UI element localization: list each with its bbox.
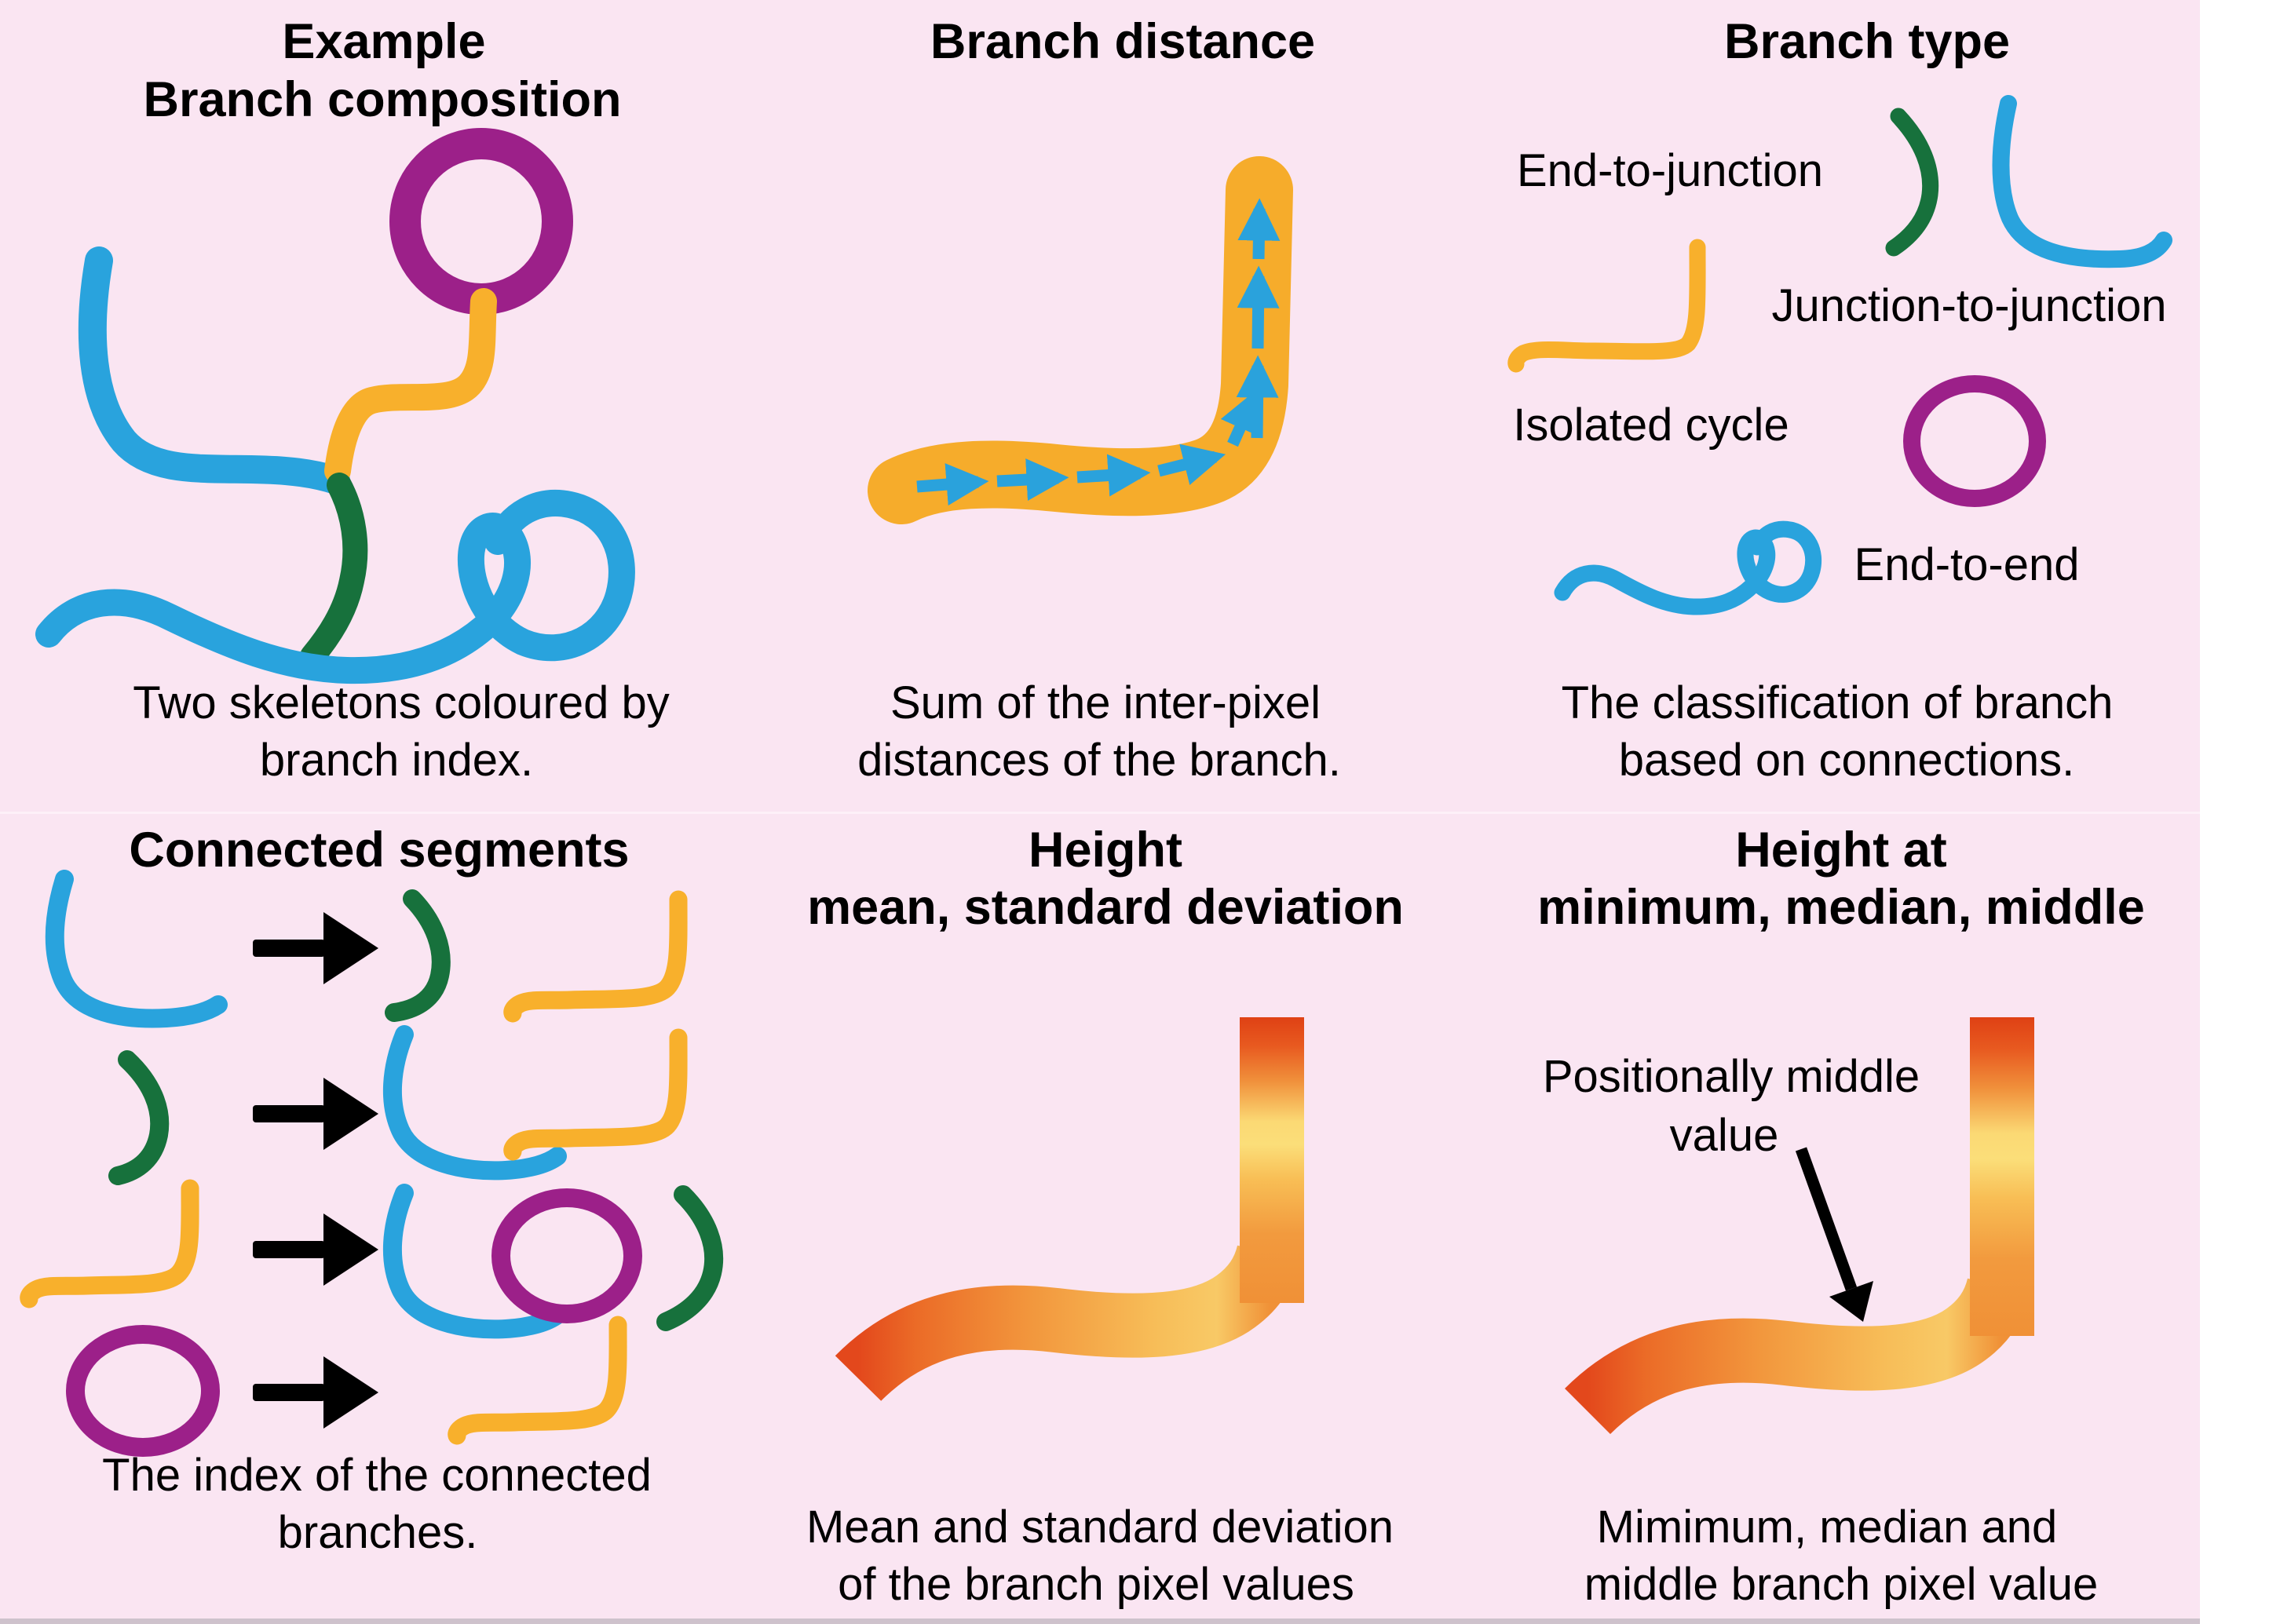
panel-row-divider <box>0 812 2200 814</box>
panel-title-branch-distance: Branch distance <box>930 14 1316 69</box>
arrow-right-icon <box>253 1078 378 1150</box>
segment-yellow-row4 <box>448 1316 627 1445</box>
panel-title-height-line2: mean, standard deviation <box>807 880 1404 935</box>
skeleton1-blue-branch <box>78 246 350 494</box>
type-isolated-cycle-purple <box>1903 375 2046 507</box>
segment-green-row2 <box>108 1050 170 1185</box>
direction-arrow-icon <box>1220 389 1260 447</box>
caption-connected-line2: branches. <box>277 1507 478 1558</box>
caption-connected-line1: The index of the connected <box>102 1450 652 1501</box>
direction-arrow-icon <box>996 458 1069 502</box>
arrow-right-icon <box>253 912 378 984</box>
panel-title-height-at-line1: Height at <box>1735 823 1947 878</box>
segment-purple-row3 <box>491 1188 642 1323</box>
direction-arrow-icon <box>1157 443 1226 486</box>
caption-height-at-line2: middle branch pixel value <box>1584 1559 2099 1610</box>
caption-height-line1: Mean and standard deviation <box>806 1502 1394 1553</box>
segment-green-row1 <box>385 889 451 1022</box>
label-end-to-end: End-to-end <box>1854 539 2080 590</box>
skeleton2-blue-squiggle <box>35 490 635 684</box>
annotation-positionally-middle-line2: value <box>1669 1110 1779 1161</box>
segment-green-row3 <box>656 1185 724 1331</box>
segment-yellow-row2 <box>503 1028 688 1161</box>
height-at-ribbon-band <box>1565 1277 2030 1435</box>
direction-arrow-icon <box>1236 355 1279 439</box>
panel-title-example-line2: Branch composition <box>143 72 622 127</box>
down-right-arrow-icon <box>1795 1147 1873 1322</box>
distance-branch-outline <box>868 156 1293 524</box>
label-end-to-junction: End-to-junction <box>1516 145 1824 196</box>
skeleton1-green-branch <box>300 473 368 669</box>
segment-blue-row2 <box>382 1025 567 1181</box>
label-junction-to-junction: Junction-to-junction <box>1771 280 2167 331</box>
caption-distance-line1: Sum of the inter-pixel <box>890 677 1321 728</box>
skeleton1-purple-cycle <box>389 128 573 315</box>
segment-blue-row1 <box>45 870 228 1028</box>
skeleton1-yellow-branch <box>324 288 497 484</box>
label-isolated-cycle: Isolated cycle <box>1513 400 1789 451</box>
direction-arrow-icon <box>1076 454 1151 497</box>
panel-title-example-line1: Example <box>282 14 486 69</box>
segment-blue-row3 <box>382 1184 567 1339</box>
type-end-to-junction-green <box>1885 108 1939 257</box>
height-ribbon-band <box>835 1244 1300 1402</box>
direction-arrow-icon <box>916 463 989 506</box>
panel-title-branch-type: Branch type <box>1723 14 2011 69</box>
type-end-to-end-blue <box>1554 520 1822 615</box>
arrow-right-icon <box>253 1213 378 1286</box>
caption-example-line1: Two skeletons coloured by <box>133 677 670 728</box>
segment-purple-row4 <box>66 1325 220 1457</box>
segment-yellow-row3 <box>20 1179 199 1308</box>
caption-type-line2: based on connections. <box>1618 735 2075 786</box>
segment-yellow-row1 <box>503 890 688 1023</box>
annotation-positionally-middle-line1: Positionally middle <box>1542 1051 1920 1102</box>
figure-bottom-edge <box>0 1619 2200 1624</box>
caption-type-line1: The classification of branch <box>1561 677 2114 728</box>
type-end-to-junction-blue <box>1992 95 2172 268</box>
panel-title-connected-segments: Connected segments <box>129 823 630 878</box>
caption-distance-line2: distances of the branch. <box>857 735 1341 786</box>
type-junction-to-junction-yellow <box>1507 239 1706 373</box>
caption-height-line2: of the branch pixel values <box>838 1559 1354 1610</box>
caption-height-at-line1: Mimimum, median and <box>1596 1502 2058 1553</box>
arrow-right-icon <box>253 1356 378 1429</box>
caption-example-line2: branch index. <box>259 735 534 786</box>
panel-title-height-at-line2: minimum, median, middle <box>1537 880 2145 935</box>
panel-title-height-line1: Height <box>1029 823 1182 878</box>
direction-arrow-icon <box>1237 265 1280 349</box>
